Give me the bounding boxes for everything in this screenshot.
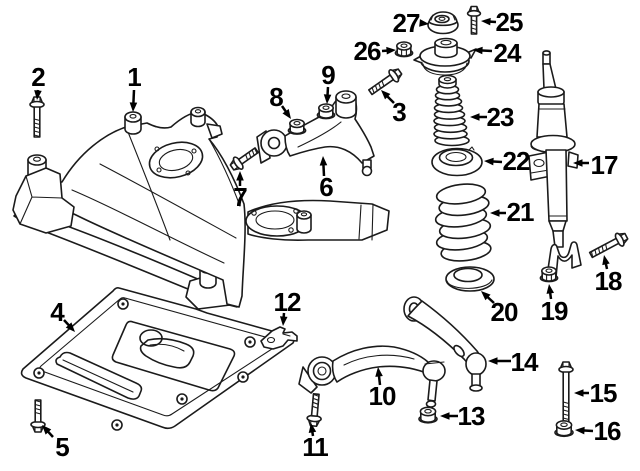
part-tension-strut-nut: [554, 420, 574, 438]
callout-9: 9: [321, 60, 336, 90]
callout-23: 23: [486, 102, 515, 132]
callout-6: 6: [319, 172, 334, 202]
callout-13: 13: [457, 401, 486, 431]
callout-arrowhead-3: [381, 90, 391, 100]
callout-4: 4: [50, 297, 65, 327]
callout-8: 8: [269, 82, 284, 112]
callout-arrowhead-26: [386, 46, 396, 55]
callout-3: 3: [392, 97, 407, 127]
part-mount-bolt: [466, 5, 482, 35]
callout-arrowhead-15: [574, 389, 584, 397]
callout-arrowhead-6: [319, 156, 328, 166]
callout-arrowhead-21: [490, 209, 500, 217]
callout-arrowhead-11: [308, 423, 317, 433]
callout-20: 20: [490, 297, 519, 327]
part-upper-spring-pad: [431, 146, 483, 177]
callout-25: 25: [495, 7, 524, 37]
callout-arrowhead-2: [34, 90, 42, 100]
callout-arrowhead-8: [282, 109, 291, 119]
skid-plate-screws: [33, 298, 256, 431]
callout-arrowhead-18: [602, 255, 610, 266]
callout-16: 16: [593, 416, 622, 446]
part-upper-control-arm: [256, 90, 375, 177]
callout-arrowhead-7: [236, 171, 244, 181]
callout-19: 19: [540, 296, 569, 326]
part-ball-joint-nut: [418, 406, 438, 424]
callout-10: 10: [368, 381, 397, 411]
callout-15: 15: [589, 378, 618, 408]
callout-arrowhead-9: [323, 94, 332, 104]
part-fork-bolt: [588, 232, 629, 259]
part-fork-nut: [539, 266, 559, 283]
callout-arrowhead-5: [42, 425, 52, 435]
part-tension-strut-bolt: [558, 361, 574, 431]
callout-arrowhead-16: [575, 426, 585, 435]
part-lower-control-arm: [298, 345, 446, 408]
callout-arrowhead-23: [470, 113, 480, 121]
part-mount-cap: [427, 11, 459, 35]
callout-arrowhead-1: [129, 102, 138, 112]
part-boot: [433, 74, 470, 147]
callout-17: 17: [590, 150, 619, 180]
part-upper-arm-bolt: [229, 147, 260, 171]
callout-arrowhead-12: [279, 316, 288, 326]
callout-arrowhead-14: [488, 357, 498, 365]
callout-24: 24: [493, 38, 522, 68]
callout-arrowhead-24: [473, 46, 483, 55]
callout-12: 12: [273, 287, 302, 317]
callout-arrowhead-22: [484, 157, 494, 166]
callout-22: 22: [502, 146, 531, 176]
part-guide-joint-nut: [316, 103, 336, 120]
part-lower-spring-pad: [445, 266, 495, 292]
part-strut: [528, 50, 582, 278]
callout-5: 5: [55, 432, 70, 462]
callout-2: 2: [31, 62, 46, 92]
callout-11: 11: [302, 432, 328, 462]
part-front-crossmember: [12, 106, 390, 310]
part-strut-mount: [413, 37, 477, 76]
callout-arrowhead-4: [65, 322, 75, 332]
part-coil-spring: [434, 183, 492, 262]
callout-arrows: [34, 17, 610, 438]
part-bracket: [260, 326, 298, 350]
callout-14: 14: [510, 347, 539, 377]
callout-1: 1: [127, 62, 142, 92]
callout-arrowhead-17: [573, 159, 583, 167]
callout-arrowhead-10: [375, 367, 383, 377]
part-mount-nut: [394, 41, 414, 58]
callout-7: 7: [233, 182, 248, 212]
part-upper-arm-nut: [287, 118, 307, 135]
callout-26: 26: [353, 36, 382, 66]
part-crossmember-bolt: [29, 96, 45, 138]
part-lower-arm-bolt: [306, 393, 322, 428]
callout-arrowhead-27: [419, 19, 429, 27]
callout-27: 27: [392, 8, 421, 38]
callout-18: 18: [594, 266, 623, 296]
callout-arrowhead-25: [481, 17, 491, 26]
callout-21: 21: [506, 197, 535, 227]
part-tension-strut: [403, 296, 487, 392]
callout-arrow-1: [132, 89, 136, 106]
callout-arrowhead-13: [440, 412, 450, 420]
callout-arrowhead-19: [546, 284, 555, 294]
part-guide-joint-bolt: [368, 68, 403, 96]
callout-arrowhead-20: [481, 291, 491, 301]
part-skid-plate-bolt: [30, 399, 46, 433]
